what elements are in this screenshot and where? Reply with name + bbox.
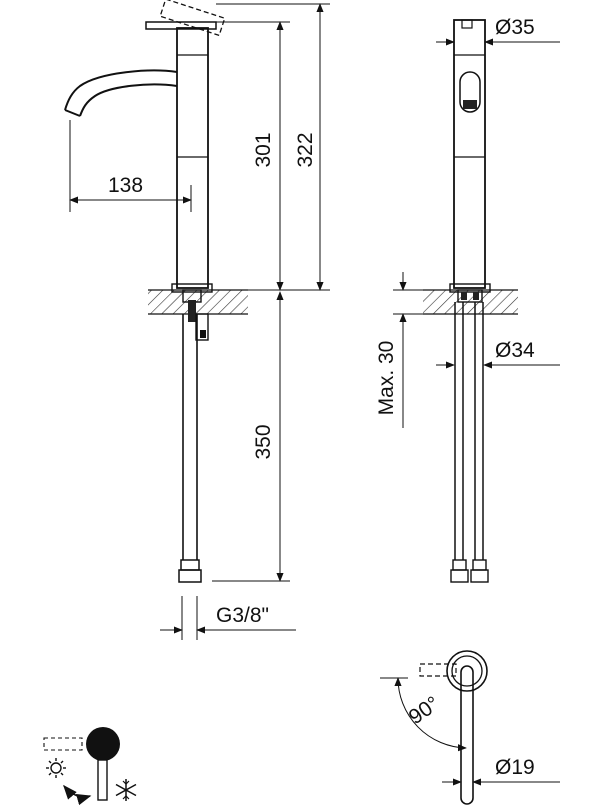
dim-label-138: 138 <box>108 174 143 197</box>
dim-label-350: 350 <box>252 424 275 459</box>
dim-label-angle: 90° <box>405 692 444 729</box>
faucet-front <box>449 19 491 293</box>
dim-label-19: Ø19 <box>495 756 535 779</box>
top-view-handle: 90° Ø19 <box>380 650 560 805</box>
dim-heights: 301 322 <box>208 3 330 291</box>
dim-label-34: Ø34 <box>495 339 535 362</box>
dim-spout-reach: 138 <box>69 120 192 212</box>
lever-knob-icon <box>86 727 120 761</box>
dim-label-301: 301 <box>252 132 275 167</box>
dim-counter-thickness: Max. 30 <box>375 272 423 428</box>
faucet-body <box>64 0 226 293</box>
dim-label-322: 322 <box>294 132 317 167</box>
dim-hose-length: 350 <box>212 291 290 582</box>
cold-water-icon <box>115 779 137 801</box>
side-view: 138 301 322 350 G3/8" <box>64 0 330 640</box>
rotation-arrow-icon <box>63 784 92 806</box>
dim-top-diameter: Ø35 <box>436 16 560 46</box>
front-view: Ø35 Max. 30 Ø34 <box>375 16 560 583</box>
dim-thread: G3/8" <box>160 596 296 640</box>
hot-cold-usage-icon <box>43 727 137 806</box>
dim-label-thread: G3/8" <box>216 604 269 627</box>
dim-body-diameter: Ø34 <box>436 339 560 369</box>
dim-label-35: Ø35 <box>495 16 535 39</box>
supply-hoses <box>178 289 209 583</box>
dim-label-max30: Max. 30 <box>375 341 398 416</box>
hot-water-icon <box>46 758 66 778</box>
supply-hoses-front <box>450 289 489 583</box>
